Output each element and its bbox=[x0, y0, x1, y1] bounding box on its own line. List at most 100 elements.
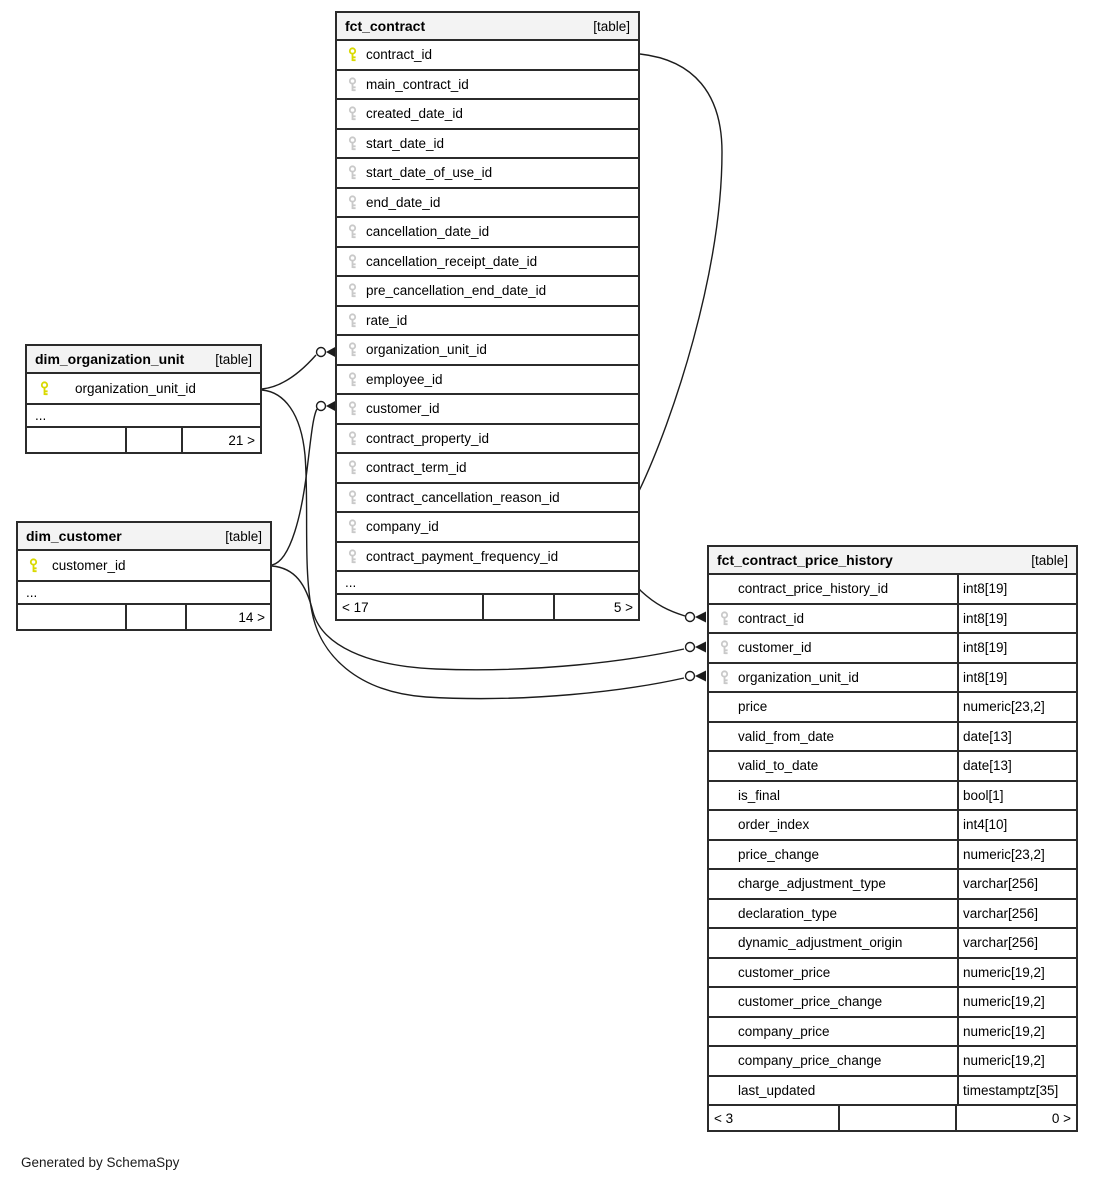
column-type: int8[19] bbox=[957, 663, 1076, 691]
column-row-organization_unit_id: organization_unit_id bbox=[27, 374, 260, 405]
foreign-key-icon bbox=[347, 106, 359, 121]
table-name: fct_contract bbox=[345, 18, 426, 34]
no-key-icon bbox=[719, 1083, 731, 1098]
degree-out: 14 > bbox=[185, 605, 270, 629]
table-name: fct_contract_price_history bbox=[717, 552, 893, 568]
column-type: timestamptz[35] bbox=[957, 1076, 1076, 1104]
column-name: cancellation_receipt_date_id bbox=[366, 253, 538, 269]
column-row-company_id: company_id bbox=[337, 513, 638, 543]
column-name: contract_property_id bbox=[366, 430, 490, 446]
no-key-icon bbox=[719, 876, 731, 891]
column-name: cancellation_date_id bbox=[366, 224, 490, 240]
column-row-customer_id: customer_id bbox=[337, 395, 638, 425]
column-name: rate_id bbox=[366, 312, 408, 328]
ellipsis-row: ... bbox=[337, 572, 638, 595]
no-key-icon bbox=[719, 906, 731, 921]
column-row-contract_cancellation_reason_id: contract_cancellation_reason_id bbox=[337, 484, 638, 513]
table-name: dim_customer bbox=[26, 528, 122, 544]
column-type: numeric[19,2] bbox=[957, 1017, 1076, 1045]
table-header-dim_customer[interactable]: dim_customer [table] bbox=[18, 523, 270, 551]
no-key-icon bbox=[719, 758, 731, 773]
column-name: declaration_type bbox=[738, 905, 838, 921]
table-fct_contract: fct_contract [table] contract_id main_con… bbox=[335, 11, 640, 621]
column-type: numeric[19,2] bbox=[957, 958, 1076, 986]
foreign-key-icon bbox=[347, 342, 359, 357]
column-name: contract_id bbox=[738, 610, 805, 626]
foreign-key-icon bbox=[347, 254, 359, 269]
no-key-icon bbox=[719, 729, 731, 744]
degree-footer: 14 > bbox=[18, 605, 270, 629]
column-name: contract_cancellation_reason_id bbox=[366, 489, 560, 505]
column-name: order_index bbox=[738, 817, 810, 833]
column-name: employee_id bbox=[366, 371, 443, 387]
column-name: created_date_id bbox=[366, 106, 463, 122]
primary-key-icon bbox=[39, 381, 51, 396]
table-fct_contract_price_history: fct_contract_price_history [table] contr… bbox=[707, 545, 1078, 1132]
no-key-icon bbox=[719, 965, 731, 980]
column-row-main_contract_id: main_contract_id bbox=[337, 71, 638, 100]
column-name: company_id bbox=[366, 519, 439, 535]
column-name: contract_term_id bbox=[366, 460, 467, 476]
foreign-key-icon bbox=[347, 519, 359, 534]
table-dim_customer: dim_customer [table] customer_id ... 14 … bbox=[16, 521, 272, 631]
edge-dim_customer-to-fct_contract bbox=[271, 408, 318, 566]
column-type: varchar[256] bbox=[957, 929, 1076, 957]
column-row-contract_term_id: contract_term_id bbox=[337, 454, 638, 484]
foreign-key-icon bbox=[347, 549, 359, 564]
table-header-fct_contract[interactable]: fct_contract [table] bbox=[337, 13, 638, 41]
table-header-fct_contract_price_history[interactable]: fct_contract_price_history [table] bbox=[709, 547, 1076, 575]
column-row-start_date_id: start_date_id bbox=[337, 130, 638, 159]
table-header-dim_organization_unit[interactable]: dim_organization_unit [table] bbox=[27, 346, 260, 374]
foreign-key-icon bbox=[347, 490, 359, 505]
column-type: int8[19] bbox=[957, 634, 1076, 662]
column-name: valid_to_date bbox=[738, 758, 819, 774]
edge-dim_organization_unit-to-fct_contract bbox=[261, 354, 317, 390]
column-name-cell: customer_price bbox=[709, 959, 957, 987]
column-name: company_price bbox=[738, 1023, 830, 1039]
column-name: contract_id bbox=[366, 47, 433, 63]
column-row-end_date_id: end_date_id bbox=[337, 189, 638, 218]
column-name-cell: company_price bbox=[709, 1018, 957, 1046]
connector-fct_contract_price_history-contract_id bbox=[684, 611, 706, 623]
connector-fct_contract-organization_unit_id bbox=[315, 346, 336, 358]
column-row-contract_payment_frequency_id: contract_payment_frequency_id bbox=[337, 543, 638, 572]
table-type-label: [table] bbox=[1031, 552, 1068, 568]
column-name-cell: dynamic_adjustment_origin bbox=[709, 929, 957, 957]
column-row-contract_id: contract_id bbox=[337, 41, 638, 71]
foreign-key-icon bbox=[347, 224, 359, 239]
degree-spacer bbox=[838, 1106, 955, 1130]
column-name: customer_price bbox=[738, 964, 831, 980]
column-name: valid_from_date bbox=[738, 728, 835, 744]
column-row-customer_id: customer_id bbox=[18, 551, 270, 582]
no-key-icon bbox=[719, 994, 731, 1009]
no-key-icon bbox=[719, 1024, 731, 1039]
table-dim_organization_unit: dim_organization_unit [table] organizati… bbox=[25, 344, 262, 454]
foreign-key-icon bbox=[347, 372, 359, 387]
column-name-cell: contract_price_history_id bbox=[709, 575, 957, 603]
ellipsis-row: ... bbox=[18, 582, 270, 605]
degree-in bbox=[27, 428, 125, 452]
table-type-label: [table] bbox=[215, 351, 252, 367]
degree-spacer bbox=[482, 595, 553, 619]
column-name: company_price_change bbox=[738, 1053, 882, 1069]
foreign-key-icon bbox=[347, 401, 359, 416]
column-name: end_date_id bbox=[366, 194, 441, 210]
column-name: start_date_id bbox=[366, 135, 445, 151]
degree-in: < 3 bbox=[714, 1110, 734, 1126]
column-type: varchar[256] bbox=[957, 870, 1076, 898]
column-name-cell: customer_price_change bbox=[709, 988, 957, 1016]
column-name-cell: valid_to_date bbox=[709, 752, 957, 780]
column-name: customer_id bbox=[366, 401, 440, 417]
column-type: date[13] bbox=[957, 752, 1076, 780]
degree-spacer bbox=[125, 605, 185, 629]
column-type: bool[1] bbox=[957, 781, 1076, 809]
degree-footer: < 3 0 > bbox=[709, 1106, 1076, 1130]
connector-fct_contract_price_history-customer_id bbox=[684, 641, 706, 653]
no-key-icon bbox=[719, 817, 731, 832]
